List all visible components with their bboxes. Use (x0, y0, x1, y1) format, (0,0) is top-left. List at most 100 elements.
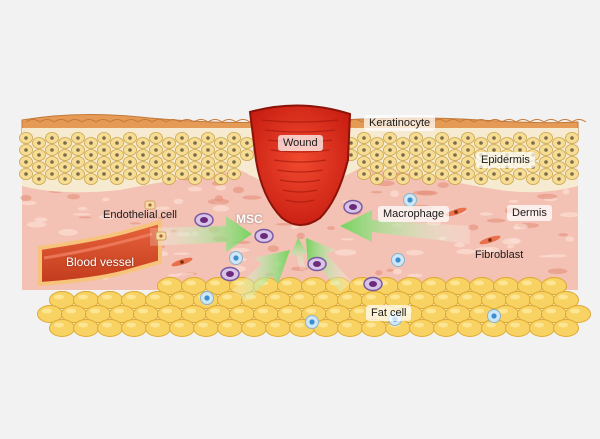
keratinocyte-cell (175, 144, 189, 156)
dermis-fiber (437, 182, 449, 188)
dermis-fiber (562, 188, 570, 195)
dermis-fiber (454, 242, 465, 248)
dermis-fiber (456, 248, 476, 255)
dermis-fiber (21, 201, 37, 206)
keratinocyte-cell (487, 168, 501, 180)
keratinocyte-cell (58, 137, 72, 149)
keratinocyte-cell (383, 132, 397, 144)
keratinocyte-cell (500, 137, 514, 149)
keratinocyte-cell (357, 144, 371, 156)
wound-label: Wound (278, 135, 323, 151)
keratinocyte-cell (149, 156, 163, 168)
dermis-fiber (242, 195, 262, 200)
dermis-fiber (173, 252, 190, 255)
dermis-fiber (296, 232, 305, 240)
dermis-fiber (67, 193, 81, 200)
keratinocyte-cell (162, 137, 176, 149)
epidermis-label: Epidermis (476, 152, 535, 168)
keratinocyte-cell (97, 156, 111, 168)
keratinocyte-cell (188, 137, 202, 149)
keratinocyte-cell (149, 132, 163, 144)
fat-cell (409, 319, 435, 337)
dermis-fiber (26, 221, 47, 228)
keratinocyte-cell (201, 156, 215, 168)
dermis-fiber (405, 249, 424, 256)
msc-cell (220, 266, 240, 282)
fat-cell (265, 319, 291, 337)
keratinocyte-cell (123, 156, 137, 168)
arrow-fat-left (232, 250, 290, 302)
dermis-fiber (275, 223, 293, 226)
keratinocyte-cell (409, 168, 423, 180)
dermis-fiber (340, 238, 355, 241)
keratinocyte-cell (32, 149, 46, 161)
keratinocyte-cell (422, 173, 436, 185)
dermis-fiber (508, 199, 519, 203)
fat-cell (541, 305, 567, 323)
wound-texture (282, 189, 318, 193)
dermis-fiber (232, 186, 244, 194)
keratinocyte-cell (409, 144, 423, 156)
keratinocyte-stroke (557, 119, 573, 123)
dermis-fiber (386, 268, 394, 272)
keratinocyte-cell (461, 168, 475, 180)
keratinocyte-stroke (53, 119, 69, 123)
keratinocyte-cell (162, 149, 176, 161)
keratinocyte-cell (19, 156, 33, 168)
keratinocyte-cell (123, 132, 137, 144)
fat-cell (181, 277, 207, 295)
keratinocyte-cell (565, 144, 579, 156)
keratinocyte-cell (84, 173, 98, 185)
keratinocyte-cell (409, 132, 423, 144)
keratinocyte-cell (32, 161, 46, 173)
keratinocyte-cell (58, 161, 72, 173)
cells (144, 193, 501, 329)
keratinocyte-cell (526, 137, 540, 149)
keratinocyte-cell (71, 168, 85, 180)
endothelial-cell (144, 200, 156, 210)
keratinocyte-stroke (501, 119, 517, 123)
keratinocyte-stroke (179, 119, 195, 123)
fat-cell (553, 319, 579, 337)
macrophage-cell (487, 309, 501, 323)
fat-cell (157, 277, 183, 295)
macrophage-cell (403, 193, 417, 207)
dermis-fiber (167, 273, 182, 277)
keratinocyte-cell (149, 144, 163, 156)
keratinocyte-cell (19, 144, 33, 156)
fat-cell (121, 319, 147, 337)
fat-cell (205, 277, 231, 295)
keratinocyte-stroke (165, 119, 181, 123)
keratinocyte-stroke (67, 119, 83, 123)
msc-cell (343, 199, 363, 215)
msc-label: MSC (236, 212, 263, 226)
fat-cell (241, 319, 267, 337)
dermis-fiber (479, 212, 493, 216)
keratinocyte-cell (97, 132, 111, 144)
keratinocyte-cell (513, 168, 527, 180)
dermis-fiber (565, 236, 574, 242)
keratinocyte-stroke (459, 119, 475, 123)
dermis-fiber (129, 222, 141, 225)
keratinocyte-cell (422, 137, 436, 149)
keratinocyte-cell (110, 137, 124, 149)
keratinocyte-stroke (571, 119, 587, 123)
keratinocyte-stroke (25, 119, 41, 123)
keratinocyte-cell (539, 132, 553, 144)
fat-cell (565, 305, 591, 323)
wound-texture (273, 159, 327, 163)
keratinocyte-cell (214, 161, 228, 173)
keratinocyte-cell (565, 132, 579, 144)
keratinocyte-cell (136, 149, 150, 161)
wound-texture (270, 149, 330, 153)
keratinocyte-cell (201, 132, 215, 144)
keratinocyte-cell (409, 156, 423, 168)
fat-cell (205, 305, 231, 323)
dermis-fiber (72, 213, 91, 216)
fat-cell (217, 291, 243, 309)
macrophage-label: Macrophage (378, 206, 450, 222)
dermis-fiber (412, 190, 435, 196)
dermis-fiber (502, 238, 520, 245)
